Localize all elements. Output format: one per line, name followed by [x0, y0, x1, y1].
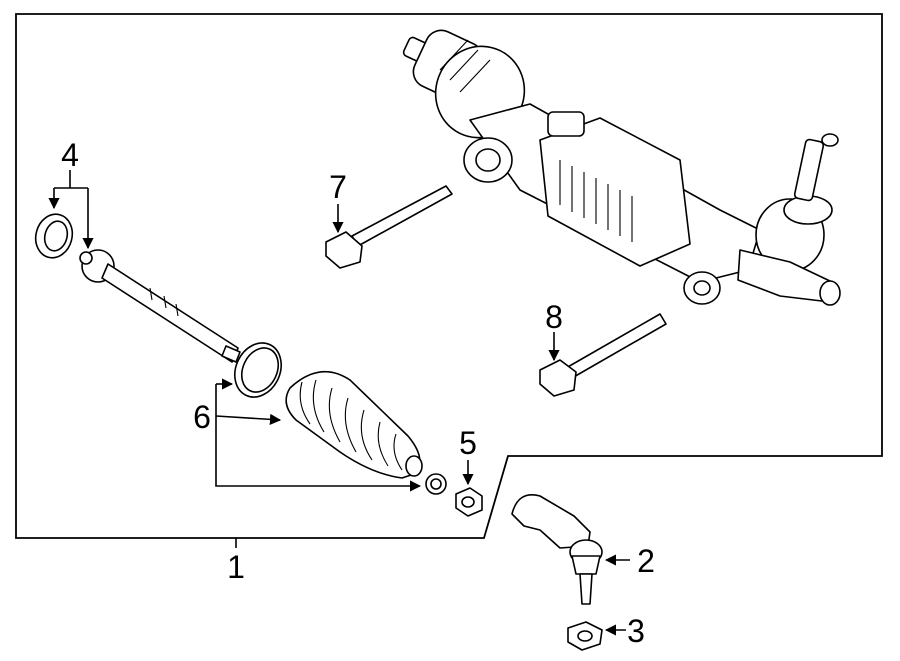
callout-1: 1 [227, 549, 245, 585]
boot-clamp-large [234, 342, 282, 398]
leader-lines [54, 170, 630, 636]
callout-2: 2 [637, 543, 655, 579]
callout-6: 6 [193, 399, 211, 435]
callout-5: 5 [459, 425, 477, 461]
bearing-ring-4 [34, 213, 74, 259]
outer-tie-rod-end-2 [511, 494, 603, 605]
boot-clamp-small [425, 473, 447, 495]
inner-tie-rod [79, 249, 241, 363]
castle-nut-3 [567, 621, 603, 651]
mounting-bolt-8 [539, 313, 667, 397]
steering-rack-assembly [402, 29, 841, 306]
callout-8: 8 [545, 299, 563, 335]
callout-4: 4 [61, 137, 79, 173]
jam-nut-5 [455, 487, 483, 517]
assembly-frame [15, 13, 883, 539]
mounting-bolt-7 [325, 185, 453, 269]
callout-3: 3 [627, 613, 645, 649]
rack-boot [285, 370, 423, 479]
callout-7: 7 [329, 169, 347, 205]
